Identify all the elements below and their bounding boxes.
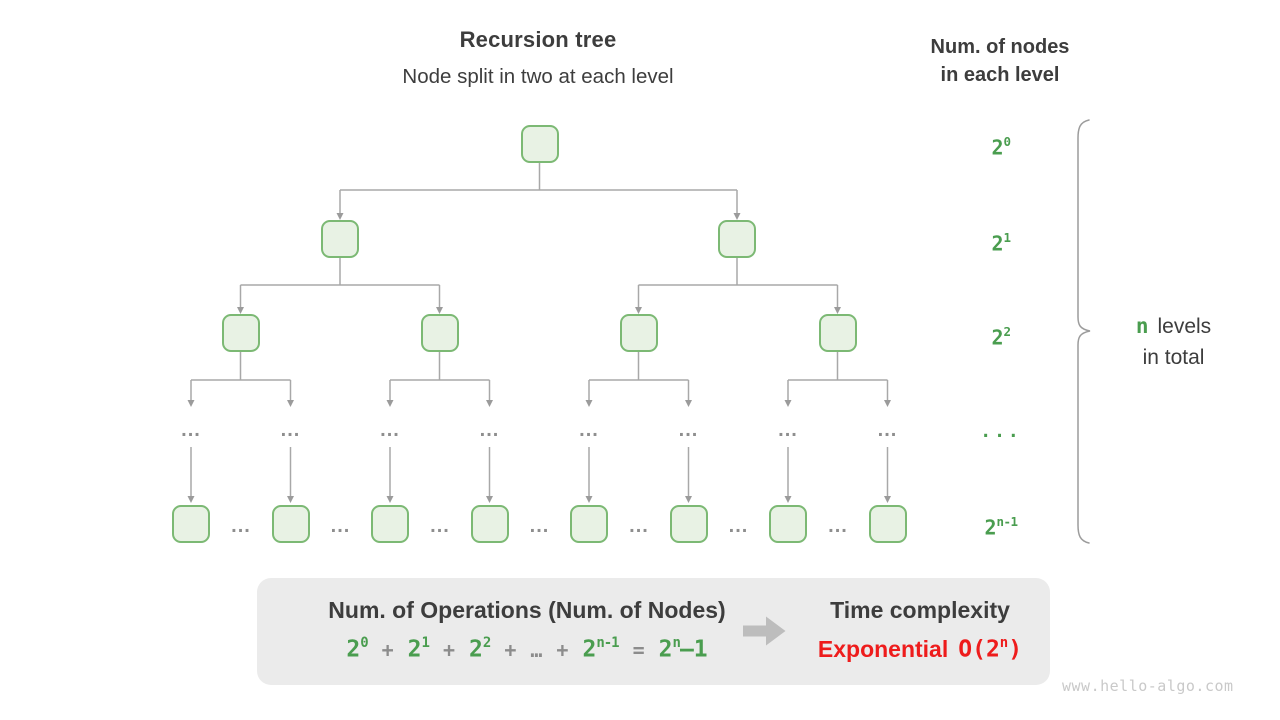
- level-count-label: 21: [991, 230, 1011, 256]
- tree-node: [868, 505, 907, 543]
- ellipsis: ...: [629, 515, 649, 537]
- ellipsis: ...: [678, 419, 699, 441]
- tree-node: [271, 505, 310, 543]
- ellipsis: ...: [380, 419, 400, 441]
- time-complexity-title: Time complexity: [830, 597, 1010, 623]
- level-count-label: 2n-1: [984, 514, 1018, 540]
- main-header: Recursion tree Node split in two at each…: [288, 26, 788, 91]
- site-watermark: www.hello-algo.com: [1062, 677, 1234, 695]
- tree-node: [420, 314, 459, 352]
- ellipsis: ...: [877, 419, 898, 441]
- level-column-header-line1: Num. of nodes: [930, 36, 1070, 58]
- ellipsis: ...: [430, 515, 450, 537]
- operations-title: Num. of Operations (Num. of Nodes): [328, 597, 726, 623]
- level-count-label: 20: [991, 134, 1011, 160]
- right-arrow-icon: [743, 616, 786, 646]
- ellipsis: ...: [330, 515, 351, 537]
- ellipsis: ...: [579, 419, 599, 441]
- ellipsis: ...: [181, 419, 201, 441]
- ellipsis: ...: [280, 419, 301, 441]
- ellipsis: ...: [828, 515, 848, 537]
- tree-node: [172, 505, 210, 543]
- n-variable: n: [1135, 314, 1149, 338]
- tree-node: [570, 505, 608, 543]
- ellipsis: ...: [231, 515, 251, 537]
- complexity-word: Exponential: [817, 635, 949, 662]
- page-title: Recursion tree: [459, 27, 617, 52]
- level-column-header-line2: in each level: [940, 64, 1060, 86]
- tree-node: [619, 314, 658, 352]
- tree-node: [470, 505, 509, 543]
- level-column-header: Num. of nodes in each level: [900, 33, 1100, 89]
- summary-panel: [257, 578, 1050, 685]
- tree-node: [371, 505, 409, 543]
- tree-node: [769, 505, 807, 543]
- tree-node: [818, 314, 857, 352]
- tree-node: [520, 125, 559, 163]
- page-subtitle: Node split in two at each level: [402, 65, 674, 88]
- tree-node: [221, 314, 260, 352]
- tree-node: [321, 220, 359, 258]
- ellipsis: ...: [778, 419, 798, 441]
- ellipsis: ...: [728, 515, 749, 537]
- complexity-result: Exponential O(2n): [800, 629, 1040, 665]
- level-count-label-ellipsis: ...: [980, 421, 1022, 442]
- operations-section: Num. of Operations (Num. of Nodes) 20 + …: [287, 594, 767, 665]
- complexity-section: Time complexity Exponential O(2n): [800, 594, 1040, 665]
- ellipsis: ...: [529, 515, 550, 537]
- operations-formula: 20 + 21 + 22 + … + 2n-1 = 2n–1: [346, 635, 708, 663]
- tree-node: [718, 220, 756, 258]
- ellipsis: ...: [479, 419, 500, 441]
- tree-node: [669, 505, 708, 543]
- level-count-label: 22: [991, 324, 1011, 350]
- big-o-notation: O(2n): [958, 635, 1023, 663]
- curly-brace-icon: [1077, 119, 1091, 544]
